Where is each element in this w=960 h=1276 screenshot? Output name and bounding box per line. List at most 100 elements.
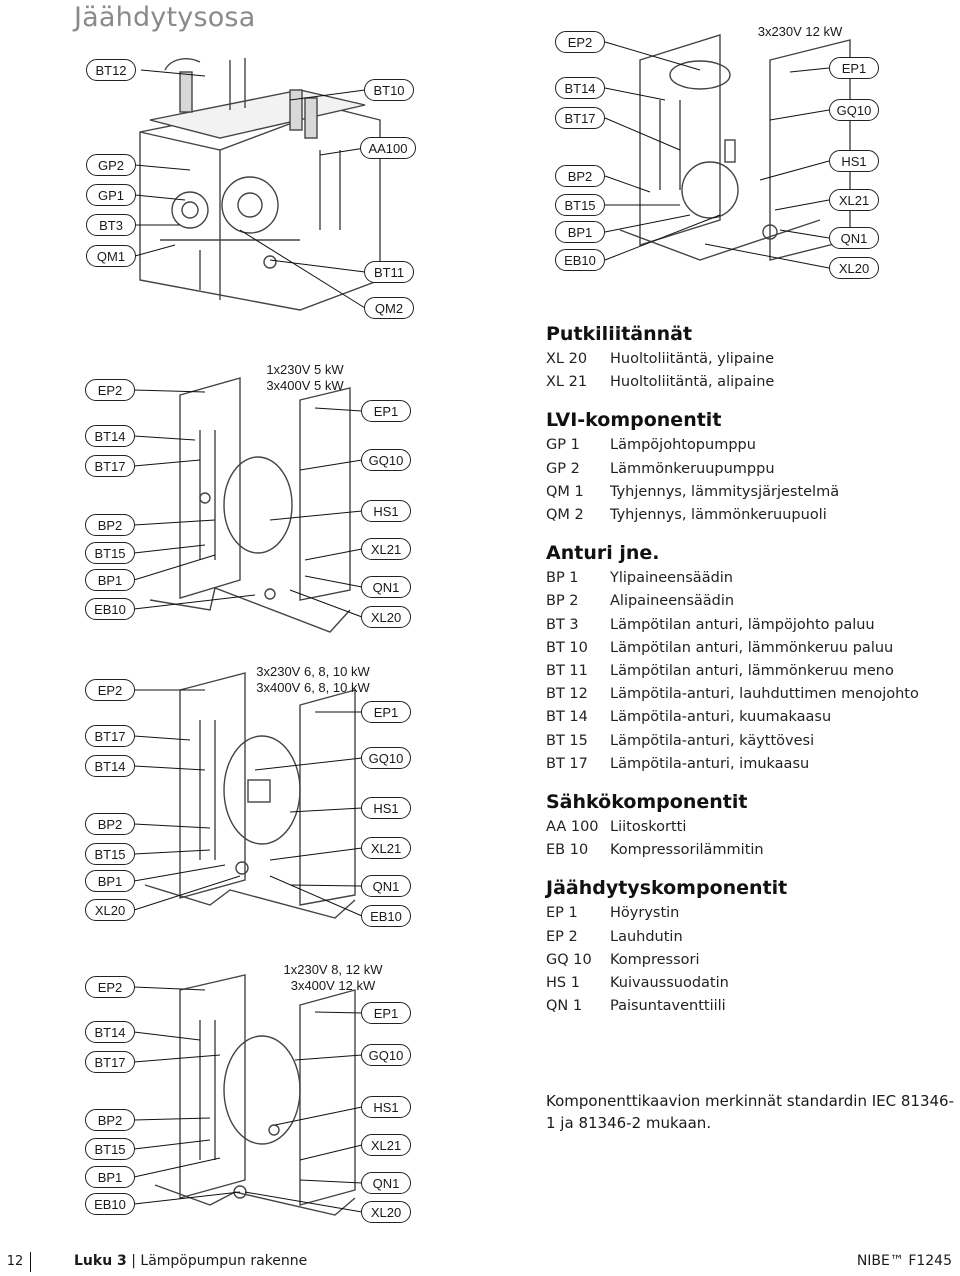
legend-code: XL 21 (546, 374, 588, 391)
variant-caption: 1x230V 8, 12 kW 3x400V 12 kW (268, 962, 398, 994)
legend-desc: Kuivaussuodatin (610, 975, 729, 992)
chapter-title: Lämpöpumpun rakenne (140, 1253, 308, 1269)
label-bp2: BP2 (85, 514, 135, 536)
legend-desc: Liitoskortti (610, 819, 687, 836)
label-gq10: GQ10 (829, 99, 879, 121)
page-number: 12 (0, 1252, 31, 1272)
label-bt15: BT15 (85, 1138, 135, 1160)
legend-desc: Lämpötilan anturi, lämmönkeruu meno (610, 663, 894, 680)
label-gq10: GQ10 (361, 747, 411, 769)
legend-code: BT 3 (546, 616, 579, 633)
label-eb10: EB10 (85, 598, 135, 620)
label-xl21: XL21 (361, 538, 411, 560)
label-ep2: EP2 (555, 31, 605, 53)
legend-desc: Alipaineensäädin (610, 593, 735, 610)
label-hs1: HS1 (361, 500, 411, 522)
legend-code: HS 1 (546, 975, 580, 992)
label-gq10: GQ10 (361, 449, 411, 471)
label-xl20: XL20 (829, 257, 879, 279)
legend-code: BT 17 (546, 755, 588, 772)
legend-desc: Lämpötila-anturi, lauhduttimen menojohto (610, 686, 919, 703)
label-gq10: GQ10 (361, 1044, 411, 1066)
legend-desc: Ylipaineensäädin (610, 570, 734, 587)
label-qn1: QN1 (361, 1172, 411, 1194)
compressor-unit-illustration-6-10kw (144, 672, 356, 919)
label-bt17: BT17 (85, 1051, 135, 1073)
page-title: Jäähdytysosa (74, 2, 256, 33)
standard-note: Komponenttikaavion merkinnät standardin … (546, 1092, 955, 1132)
legend-section-title: Jäähdytyskomponentit (546, 877, 788, 900)
label-ep2: EP2 (85, 379, 135, 401)
label-xl20: XL20 (361, 1201, 411, 1223)
label-qm1: QM1 (86, 245, 136, 267)
variant-caption-line: 3x400V 12 kW (290, 978, 376, 993)
label-ep1: EP1 (361, 400, 411, 422)
legend-row: BP 1 Ylipaineensäädin (546, 567, 960, 590)
legend-section-title: Putkiliitännät (546, 323, 693, 345)
legend-row: HS 1 Kuivaussuodatin (546, 972, 960, 995)
label-bt17: BT17 (555, 107, 605, 129)
legend-desc: Lämpöjohtopumppu (610, 437, 756, 454)
label-ep1: EP1 (361, 1002, 411, 1024)
label-ep2: EP2 (85, 679, 135, 701)
legend-section-sensors: Anturi jne. BP 1 Ylipaineensäädin BP 2 Ali… (546, 541, 960, 776)
label-bt17: BT17 (85, 455, 135, 477)
page-footer: 12 Luku 3 | Lämpöpumpun rakenne NIBE™ F1… (0, 1250, 960, 1276)
label-xl20: XL20 (85, 899, 135, 921)
label-bt3: BT3 (86, 214, 136, 236)
legend-code: QN 1 (546, 998, 583, 1015)
legend-desc: Lämpötila-anturi, käyttövesi (610, 732, 815, 749)
label-bt14: BT14 (555, 77, 605, 99)
legend-desc: Kompressorilämmitin (610, 842, 764, 859)
label-bp2: BP2 (85, 813, 135, 835)
label-bp1: BP1 (85, 870, 135, 892)
legend-desc: Tyhjennys, lämmitysjärjestelmä (610, 483, 840, 500)
label-bp2: BP2 (555, 165, 605, 187)
label-bt17: BT17 (85, 725, 135, 747)
label-bt12: BT12 (86, 59, 136, 81)
label-eb10: EB10 (361, 905, 411, 927)
legend-row: BP 2 Alipaineensäädin (546, 590, 960, 613)
label-xl20: XL20 (361, 606, 411, 628)
legend-section-title: Sähkökomponentit (546, 791, 748, 814)
legend-desc: Lauhdutin (610, 928, 683, 945)
legend-code: AA 100 (546, 819, 599, 836)
legend-code: BT 14 (546, 709, 588, 726)
product-brand: NIBE™ F1245 (856, 1253, 952, 1269)
legend-code: QM 2 (546, 507, 584, 524)
label-ep2: EP2 (85, 976, 135, 998)
label-hs1: HS1 (829, 150, 879, 172)
legend-row: AA 100 Liitoskortti (546, 816, 960, 839)
label-bt15: BT15 (555, 194, 605, 216)
label-bt14: BT14 (85, 425, 135, 447)
legend-code: BT 11 (546, 663, 588, 680)
legend-desc: Huoltoliitäntä, ylipaine (610, 351, 775, 367)
legend-desc: Tyhjennys, lämmönkeruupuoli (610, 507, 827, 524)
legend-code: BP 2 (546, 593, 579, 610)
cooling-module-illustration (139, 58, 381, 311)
label-bt11: BT11 (364, 261, 414, 283)
legend-code: BP 1 (546, 570, 579, 587)
legend-row: BT 11 Lämpötilan anturi, lämmönkeruu meno (546, 660, 960, 683)
label-qn1: QN1 (361, 875, 411, 897)
legend-code: BT 15 (546, 732, 588, 749)
legend-code: BT 10 (546, 639, 588, 656)
variant-caption-line: 3x400V 6, 8, 10 kW (256, 680, 370, 695)
legend-code: EP 2 (546, 928, 578, 945)
variant-caption-line: 1x230V 5 kW (266, 362, 344, 377)
legend-section-title: Anturi jne. (546, 542, 660, 565)
legend-code: QM 1 (546, 483, 584, 500)
label-bt14: BT14 (85, 1021, 135, 1043)
